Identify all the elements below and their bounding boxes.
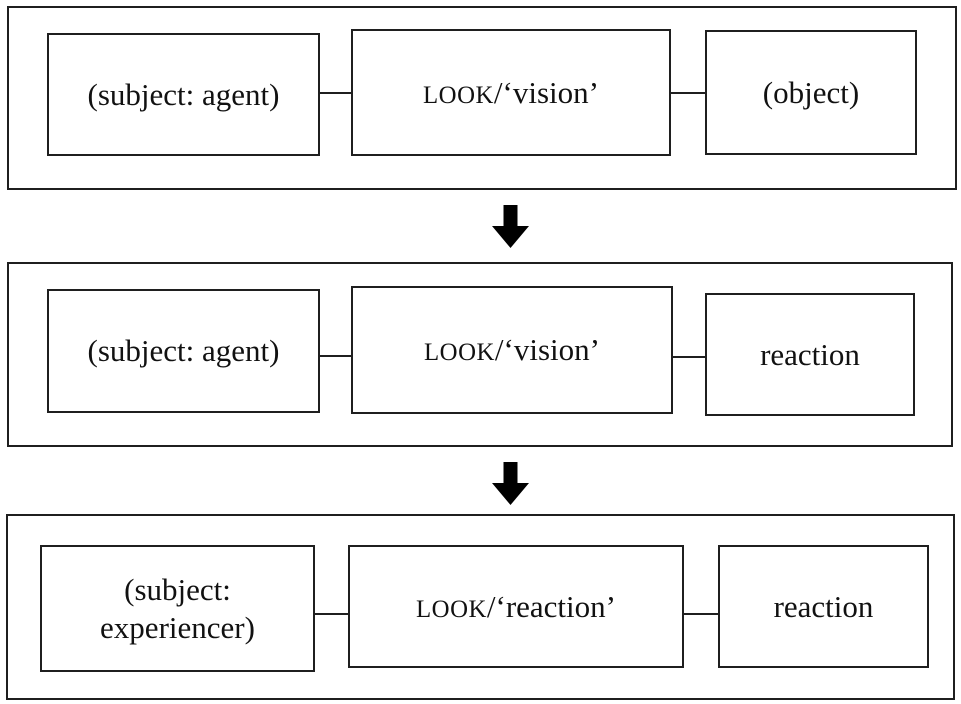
sense-label: /‘reaction’ xyxy=(486,588,616,624)
stage-1-verb-box: LOOK/‘vision’ xyxy=(351,29,671,156)
sense-label: /‘vision’ xyxy=(494,332,600,368)
look-smallcaps: LOOK xyxy=(416,595,487,623)
look-smallcaps: LOOK xyxy=(424,339,495,367)
connector-line xyxy=(671,92,705,94)
stage-1-subject-box: (subject: agent) xyxy=(47,33,320,156)
stage-3-verb-label: LOOK/‘reaction’ xyxy=(416,588,616,625)
stage-3-subject-box: (subject: experiencer) xyxy=(40,545,315,672)
stage-3-reaction-box: reaction xyxy=(718,545,929,668)
connector-line xyxy=(684,613,718,615)
stage-3-reaction-label: reaction xyxy=(773,588,874,624)
down-arrow-shape xyxy=(492,205,529,248)
stage-1-object-box: (object) xyxy=(705,30,917,155)
stage-2-verb-box: LOOK/‘vision’ xyxy=(351,286,673,414)
stage-2-subject-label: (subject: agent) xyxy=(87,333,280,369)
connector-line xyxy=(315,613,348,615)
connector-line xyxy=(673,356,705,358)
stage-3-frame: (subject: experiencer) LOOK/‘reaction’ r… xyxy=(6,514,955,700)
stage-1-object-label: (object) xyxy=(762,74,860,110)
stage-1-frame: (subject: agent) LOOK/‘vision’ (object) xyxy=(7,6,957,190)
stage-2-verb-label: LOOK/‘vision’ xyxy=(424,331,600,368)
down-arrow-shape xyxy=(492,462,529,505)
sense-label: /‘vision’ xyxy=(493,74,599,110)
stage-1-verb-label: LOOK/‘vision’ xyxy=(423,74,599,111)
connector-line xyxy=(320,92,351,94)
stage-3-verb-box: LOOK/‘reaction’ xyxy=(348,545,684,668)
stage-2-reaction-label: reaction xyxy=(760,336,860,372)
down-arrow-icon xyxy=(492,462,529,505)
stage-3-subject-label: (subject: experiencer) xyxy=(100,572,255,645)
stage-2-frame: (subject: agent) LOOK/‘vision’ reaction xyxy=(7,262,953,447)
stage-2-subject-box: (subject: agent) xyxy=(47,289,320,413)
down-arrow-icon xyxy=(492,205,529,248)
connector-line xyxy=(320,355,351,357)
look-smallcaps: LOOK xyxy=(423,81,494,109)
stage-1-subject-label: (subject: agent) xyxy=(87,76,280,112)
stage-2-reaction-box: reaction xyxy=(705,293,915,416)
